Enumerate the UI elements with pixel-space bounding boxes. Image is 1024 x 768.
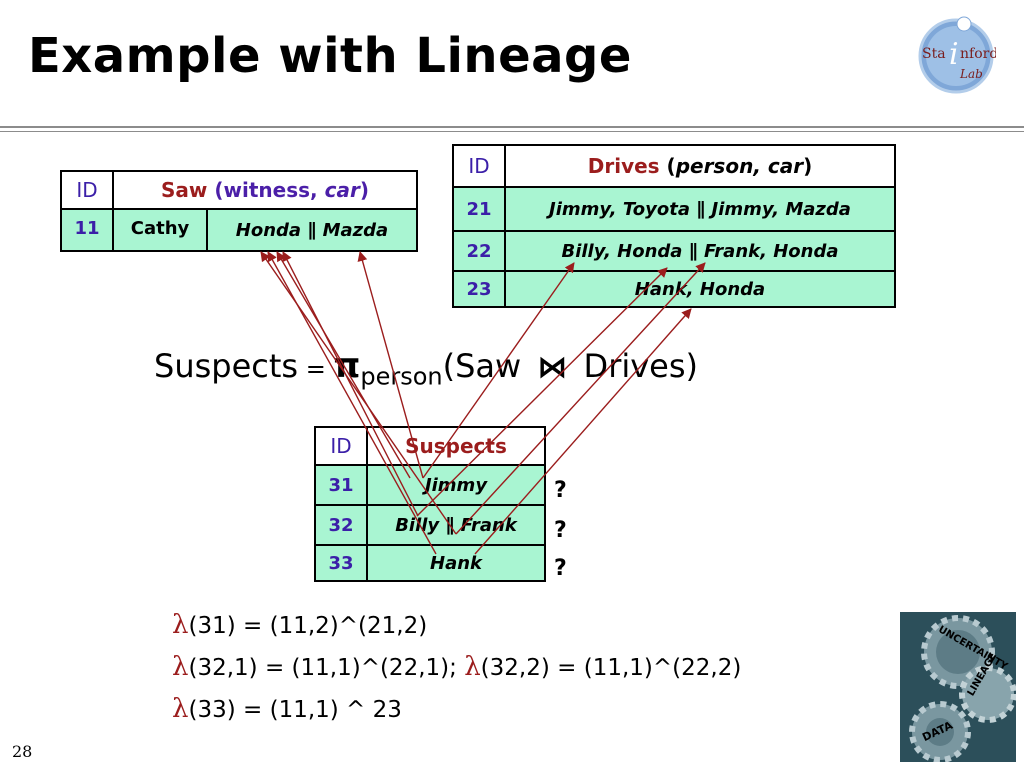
suspects-row: 32 Billy ∥ Frank <box>314 504 546 546</box>
join-symbol: ⋈ <box>537 350 568 385</box>
arrow-31-from-saw-honda <box>276 251 411 479</box>
lineage-line-31: λ(31) = (11,2)^(21,2) <box>172 610 428 640</box>
suspects-row-value: Jimmy <box>366 464 546 506</box>
drives-row-id: 22 <box>452 230 506 272</box>
lineage-line-32: λ(32,1) = (11,1)^(22,1); λ(32,2) = (11,1… <box>172 652 742 682</box>
arrow-31-to-drives-21 <box>422 262 575 479</box>
arrow-32-to-drives-22b <box>416 267 668 517</box>
svg-text:i: i <box>949 37 959 72</box>
saw-header: Saw (witness, car) <box>112 170 418 210</box>
arrow-32-to-saw <box>260 251 457 535</box>
title-rule <box>0 126 1024 128</box>
stanford-lab-logo: Sta i nford Lab <box>918 16 996 94</box>
arrow-33-to-saw-honda <box>267 251 437 555</box>
drives-row-id: 23 <box>452 270 506 308</box>
drives-row: 21 Jimmy, Toyota ∥ Jimmy, Mazda <box>452 186 896 232</box>
saw-row: 11 Cathy Honda ∥ Mazda <box>60 208 418 252</box>
formula-lhs: Suspects <box>154 347 299 385</box>
question-mark: ? <box>554 478 567 503</box>
arrow-32-to-drives-22 <box>455 262 706 535</box>
saw-id-header: ID <box>60 170 114 210</box>
suspects-row-id: 31 <box>314 464 368 506</box>
page-number: 28 <box>12 742 33 761</box>
suspects-id-header: ID <box>314 426 368 466</box>
svg-text:Lab: Lab <box>959 67 983 81</box>
drives-row-id: 21 <box>452 186 506 232</box>
svg-text:nford: nford <box>960 46 996 62</box>
uncertainty-lineage-data-gears-badge: UNCERTAINTY LINEAGE DATA <box>900 612 1016 762</box>
formula-eq: = <box>298 355 334 383</box>
saw-table: ID Saw (witness, car) 11 Cathy Honda ∥ M… <box>60 170 418 252</box>
title-rule-thin <box>0 131 1024 132</box>
suspects-header: Suspects <box>366 426 546 466</box>
lineage-line-33: λ(33) = (11,1) ^ 23 <box>172 694 402 724</box>
arrow-32-to-saw-honda <box>282 251 419 517</box>
saw-row-id: 11 <box>60 208 114 252</box>
arrow-33-to-drives-23 <box>474 308 692 555</box>
drives-id-header: ID <box>452 144 506 188</box>
suspects-row: 31 Jimmy <box>314 464 546 506</box>
suspects-row: 33 Hank <box>314 544 546 582</box>
drives-header: Drives (person, car) <box>504 144 896 188</box>
question-mark: ? <box>554 518 567 543</box>
saw-car-cell: Honda ∥ Mazda <box>206 208 418 252</box>
suspects-row-id: 33 <box>314 544 368 582</box>
arrow-31-to-saw-mazda <box>357 251 424 479</box>
suspects-row-value: Hank <box>366 544 546 582</box>
suspects-table: ID Suspects 31 Jimmy 32 Billy ∥ Frank 33… <box>314 426 546 582</box>
saw-witness-cell: Cathy <box>112 208 208 252</box>
question-mark: ? <box>554 556 567 581</box>
suspects-row-value: Billy ∥ Frank <box>366 504 546 546</box>
svg-text:Sta: Sta <box>922 46 946 62</box>
formula-open: (Saw <box>442 347 532 385</box>
drives-row-value: Jimmy, Toyota ∥ Jimmy, Mazda <box>504 186 896 232</box>
projection-symbol: π <box>333 346 361 386</box>
slide-title: Example with Lineage <box>28 28 632 84</box>
projection-subscript: person <box>360 362 443 391</box>
suspects-row-id: 32 <box>314 504 368 546</box>
